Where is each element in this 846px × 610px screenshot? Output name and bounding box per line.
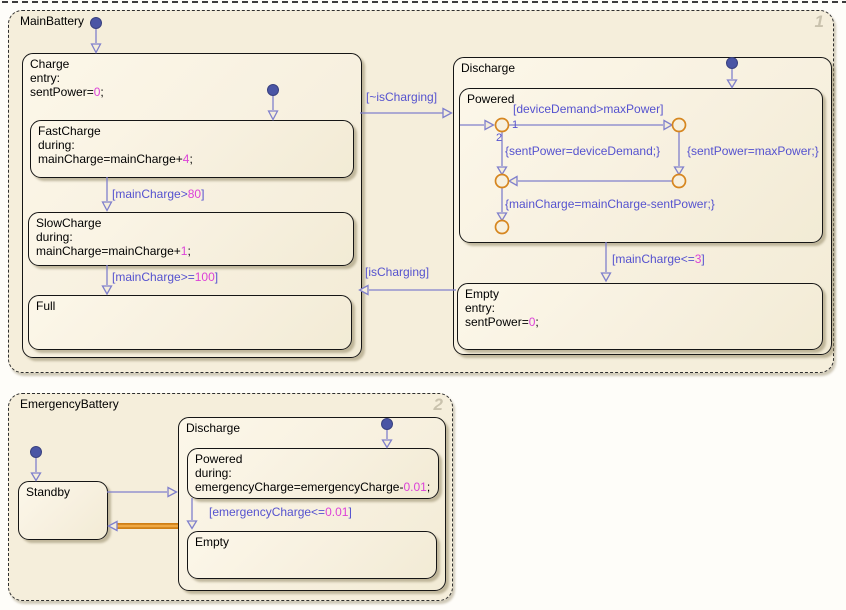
- label-is-charging[interactable]: [isCharging]: [365, 265, 430, 279]
- state-discharge-emergency-label: Discharge: [186, 421, 241, 435]
- execution-order-badge: 2: [433, 395, 443, 414]
- state-charge-label: Charge entry: sentPower=0;: [30, 57, 104, 99]
- label-not-charging[interactable]: [~isCharging]: [366, 90, 438, 104]
- state-powered-label: Powered: [467, 92, 515, 106]
- state-slow-charge[interactable]: SlowCharge during: mainCharge=mainCharge…: [28, 212, 354, 266]
- label-device-demand-cond[interactable]: [deviceDemand>maxPower]: [513, 102, 664, 116]
- label-emergency-charge-low[interactable]: [emergencyCharge<=0.01]: [209, 505, 352, 519]
- state-discharge-label: Discharge: [461, 61, 516, 75]
- label-main-charge-low[interactable]: [mainCharge<=3]: [612, 252, 705, 266]
- state-powered-emergency[interactable]: Powered during: emergencyCharge=emergenc…: [187, 448, 439, 499]
- state-empty-main[interactable]: Empty entry: sentPower=0;: [457, 283, 823, 350]
- branch-number-1: 1: [512, 119, 519, 131]
- state-full-label: Full: [36, 299, 56, 313]
- state-fast-charge-label: FastCharge during: mainCharge=mainCharge…: [38, 124, 193, 166]
- state-standby[interactable]: Standby: [18, 481, 108, 540]
- state-powered[interactable]: Powered: [459, 88, 823, 243]
- label-fast-to-slow[interactable]: [mainCharge>80]: [112, 187, 205, 201]
- execution-order-badge: 1: [814, 12, 824, 31]
- state-fast-charge[interactable]: FastCharge during: mainCharge=mainCharge…: [30, 120, 354, 178]
- subchart-title: EmergencyBattery: [20, 397, 119, 411]
- label-slow-to-full[interactable]: [mainCharge>=100]: [112, 270, 219, 284]
- state-empty-main-label: Empty entry: sentPower=0;: [465, 287, 539, 329]
- branch-number-2: 2: [496, 132, 503, 144]
- label-sent-power-max[interactable]: {sentPower=maxPower;}: [687, 144, 819, 158]
- state-empty-emergency[interactable]: Empty: [187, 531, 437, 579]
- subchart-title: MainBattery: [20, 14, 85, 28]
- state-slow-charge-label: SlowCharge during: mainCharge=mainCharge…: [36, 216, 191, 258]
- label-sent-power-device[interactable]: {sentPower=deviceDemand;}: [505, 144, 661, 158]
- state-powered-emergency-label: Powered during: emergencyCharge=emergenc…: [195, 452, 431, 494]
- clipped-chart-edge: [0, 1, 846, 3]
- state-empty-emergency-label: Empty: [195, 535, 230, 549]
- label-main-charge-update[interactable]: {mainCharge=mainCharge-sentPower;}: [505, 197, 715, 211]
- state-standby-label: Standby: [26, 485, 71, 499]
- state-full[interactable]: Full: [28, 295, 352, 350]
